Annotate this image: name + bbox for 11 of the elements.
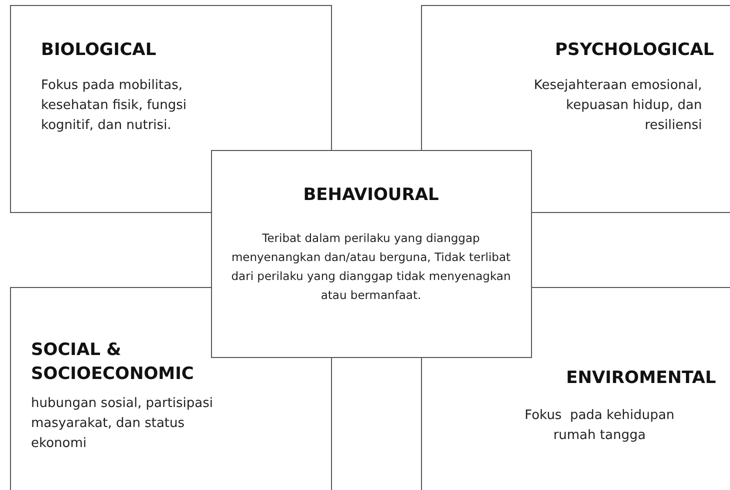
category-description: Fokus pada mobilitas, kesehatan fisik, fungsi kognitif, dan nutrisi. (41, 77, 188, 135)
category-heading: BEHAVIOURAL (302, 184, 440, 207)
category-description: Kesejahteraan emosional, kepuasan hidup, dan resiliensi (532, 77, 702, 135)
category-box (211, 150, 532, 358)
category-description: Fokus pada kehidupan rumah tangga (524, 407, 676, 445)
category-heading: PSYCHOLOGICAL (554, 39, 714, 62)
category-heading: BIOLOGICAL (41, 39, 158, 62)
category-description: hubungan sosial, partisipasi masyarakat, dan status ekonomi (31, 395, 214, 453)
category-description: Teribat dalam perilaku yang dianggap menyenangkan dan/atau berguna, Tidak terlibat dari perilaku yang dianggap tidak menyenagkan atau bermanfaat. (230, 230, 512, 304)
category-heading: SOCIAL & SOCIOECONOMIC (31, 339, 195, 386)
category-heading: ENVIROMENTAL (565, 367, 716, 390)
